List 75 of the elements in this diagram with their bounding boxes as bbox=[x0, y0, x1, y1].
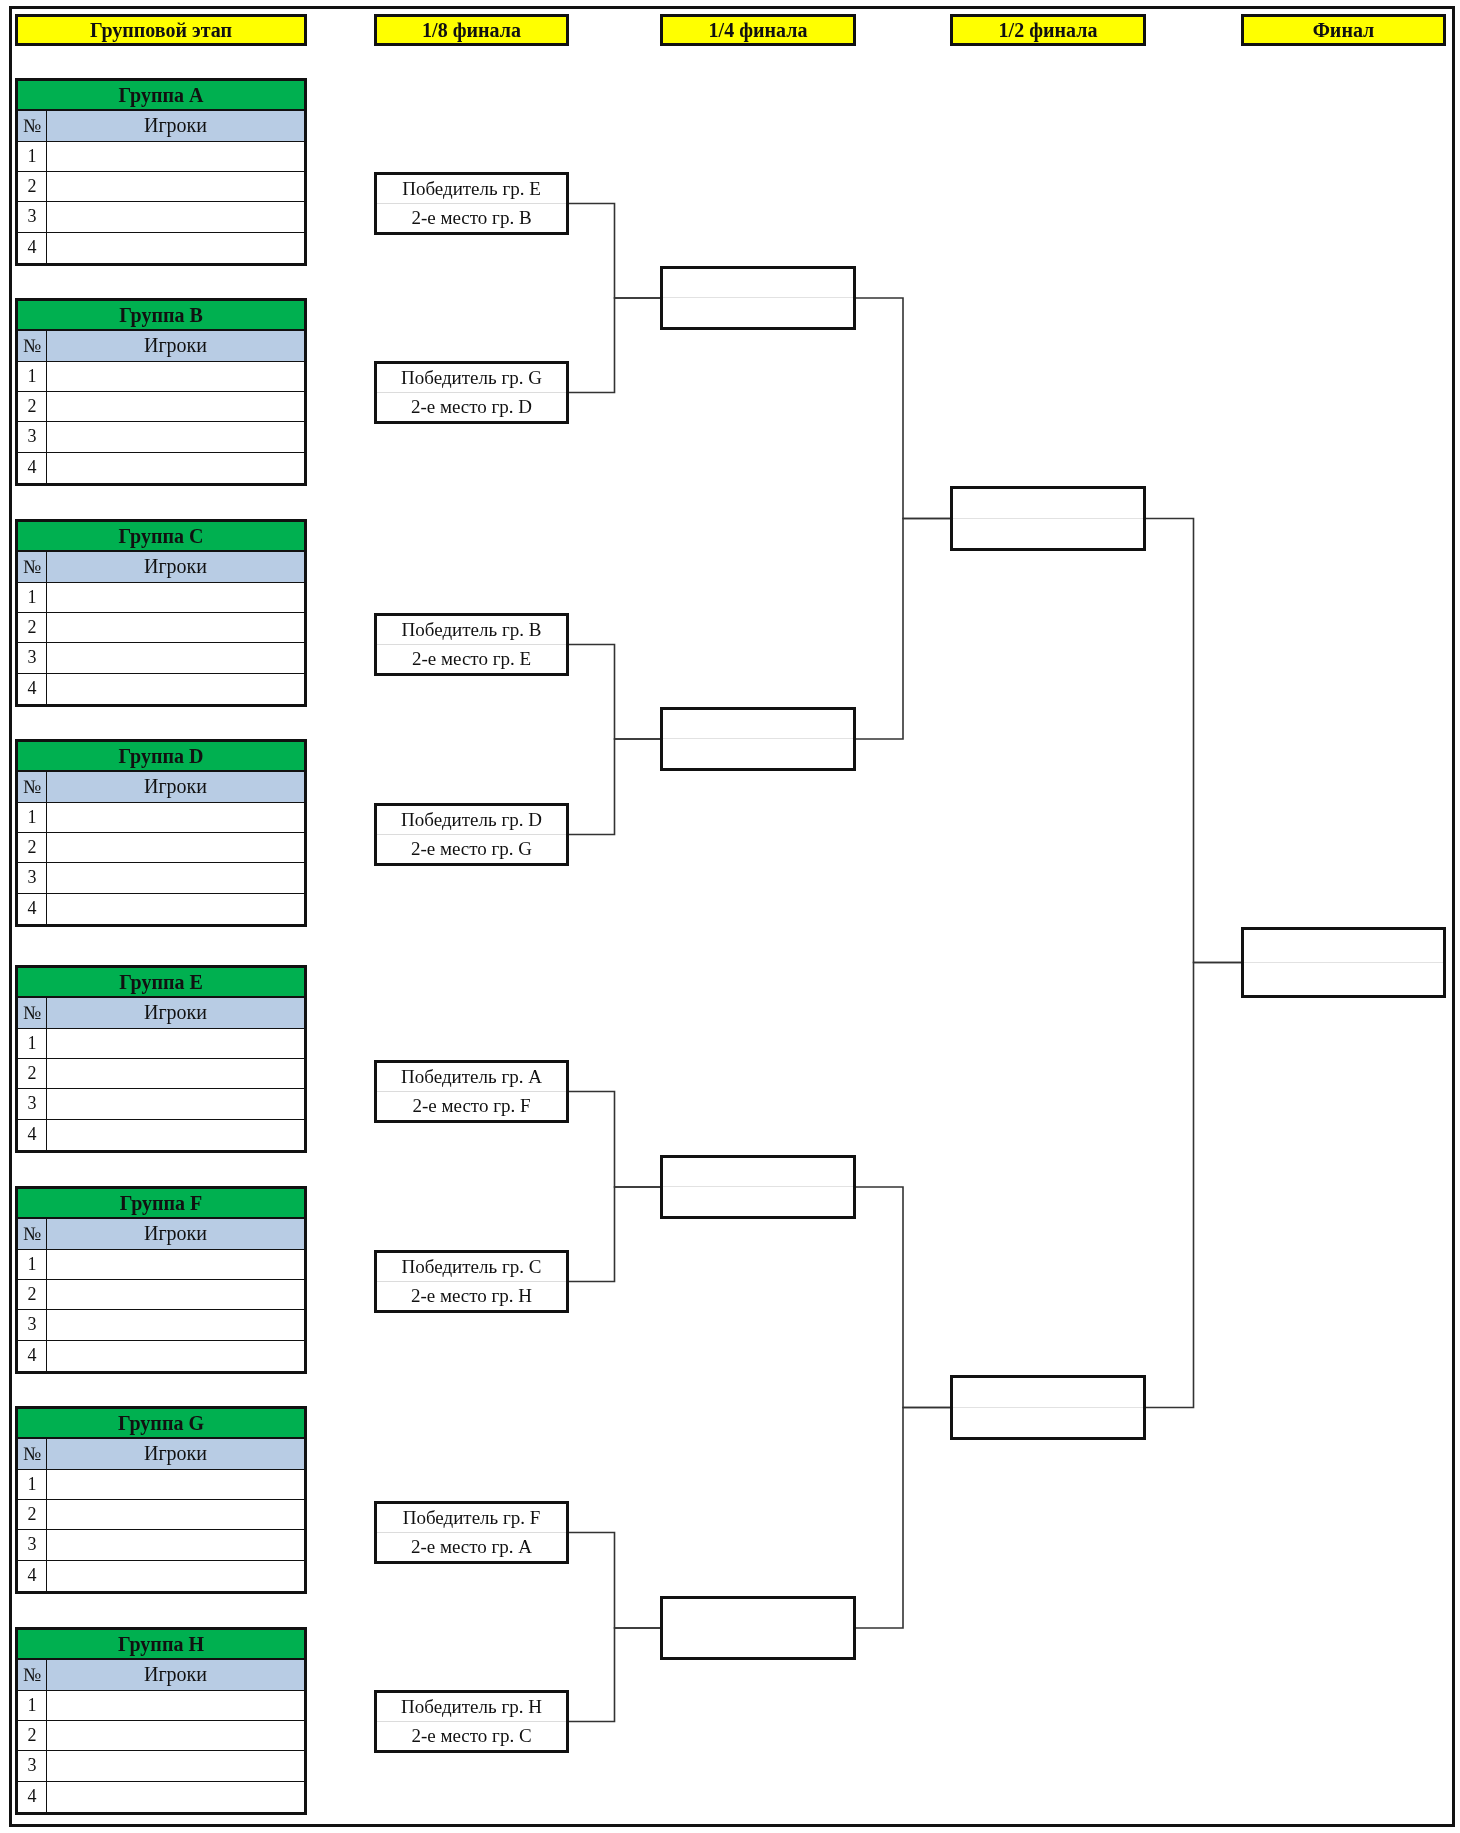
players-header: Игроки bbox=[47, 772, 304, 803]
runner-up-text: 2-е место гр. F bbox=[411, 1094, 532, 1118]
group-table bbox=[15, 1406, 307, 1594]
match-card bbox=[374, 361, 569, 424]
runner-up-text: 2-е место гр. C bbox=[410, 1724, 533, 1748]
group-winner-text: Победитель гр. G bbox=[377, 364, 566, 393]
group-table bbox=[15, 298, 307, 486]
group-winner-text: Победитель гр. C bbox=[377, 1253, 566, 1282]
group-winner-text: Победитель гр. H bbox=[377, 1693, 566, 1722]
winner-entry-field bbox=[660, 1155, 856, 1219]
runner-up-text: 2-е место гр. D bbox=[409, 395, 534, 419]
number-header: № bbox=[18, 998, 47, 1029]
players-header: Игроки bbox=[47, 1439, 304, 1470]
match-card bbox=[374, 1060, 569, 1123]
winner-entry-field bbox=[660, 266, 856, 330]
group-title: Группа D bbox=[18, 742, 304, 773]
group-winner-text: Победитель гр. F bbox=[377, 1504, 566, 1533]
bracket-line bbox=[568, 738, 661, 836]
players-header: Игроки bbox=[47, 552, 304, 583]
number-header: № bbox=[18, 772, 47, 803]
match-card bbox=[374, 1250, 569, 1313]
match-card bbox=[374, 1690, 569, 1753]
bracket-line bbox=[855, 1406, 951, 1629]
group-winner-text: Победитель гр. B bbox=[377, 616, 566, 645]
runner-up-text: 2-е место гр. E bbox=[410, 647, 533, 671]
winner-entry-field bbox=[1241, 927, 1446, 998]
number-header: № bbox=[18, 1219, 47, 1250]
number-header: № bbox=[18, 552, 47, 583]
runner-up-text: 2-е место гр. H bbox=[409, 1284, 534, 1308]
stage-header: 1/2 финала bbox=[950, 14, 1146, 46]
players-header: Игроки bbox=[47, 1219, 304, 1250]
group-winner-text: Победитель гр. A bbox=[377, 1063, 566, 1092]
runner-up-text: 2-е место гр. A bbox=[409, 1535, 534, 1559]
group-table bbox=[15, 519, 307, 707]
players-header: Игроки bbox=[47, 111, 304, 142]
group-title: Группа F bbox=[18, 1189, 304, 1220]
stage-header: 1/4 финала bbox=[660, 14, 856, 46]
runner-up-text: 2-е место гр. G bbox=[409, 837, 534, 861]
group-title: Группа G bbox=[18, 1409, 304, 1440]
players-header: Игроки bbox=[47, 331, 304, 362]
group-table bbox=[15, 1186, 307, 1374]
stage-header: 1/8 финала bbox=[374, 14, 569, 46]
players-header: Игроки bbox=[47, 998, 304, 1029]
group-table bbox=[15, 1627, 307, 1815]
group-title: Группа H bbox=[18, 1630, 304, 1661]
stage-header: Групповой этап bbox=[15, 14, 307, 46]
bracket-line bbox=[855, 517, 951, 740]
bracket-line bbox=[568, 1627, 661, 1723]
stage-header: Финал bbox=[1241, 14, 1446, 46]
match-card bbox=[374, 803, 569, 866]
number-header: № bbox=[18, 111, 47, 142]
winner-entry-field bbox=[660, 1596, 856, 1660]
number-header: № bbox=[18, 1660, 47, 1691]
group-table bbox=[15, 739, 307, 927]
match-card bbox=[374, 613, 569, 676]
runner-up-text: 2-е место гр. B bbox=[410, 206, 533, 230]
group-table bbox=[15, 965, 307, 1153]
number-header: № bbox=[18, 331, 47, 362]
group-title: Группа A bbox=[18, 81, 304, 112]
bracket-line bbox=[568, 297, 661, 394]
group-winner-text: Победитель гр. D bbox=[377, 806, 566, 835]
number-header: № bbox=[18, 1439, 47, 1470]
winner-entry-field bbox=[950, 1375, 1146, 1440]
group-title: Группа B bbox=[18, 301, 304, 332]
bracket-line bbox=[1145, 961, 1242, 1409]
group-title: Группа C bbox=[18, 522, 304, 553]
group-table bbox=[15, 78, 307, 266]
winner-entry-field bbox=[950, 486, 1146, 551]
bracket-line bbox=[568, 1186, 661, 1283]
match-card bbox=[374, 172, 569, 235]
players-header: Игроки bbox=[47, 1660, 304, 1691]
group-winner-text: Победитель гр. E bbox=[377, 175, 566, 204]
winner-entry-field bbox=[660, 707, 856, 771]
group-title: Группа E bbox=[18, 968, 304, 999]
match-card bbox=[374, 1501, 569, 1564]
